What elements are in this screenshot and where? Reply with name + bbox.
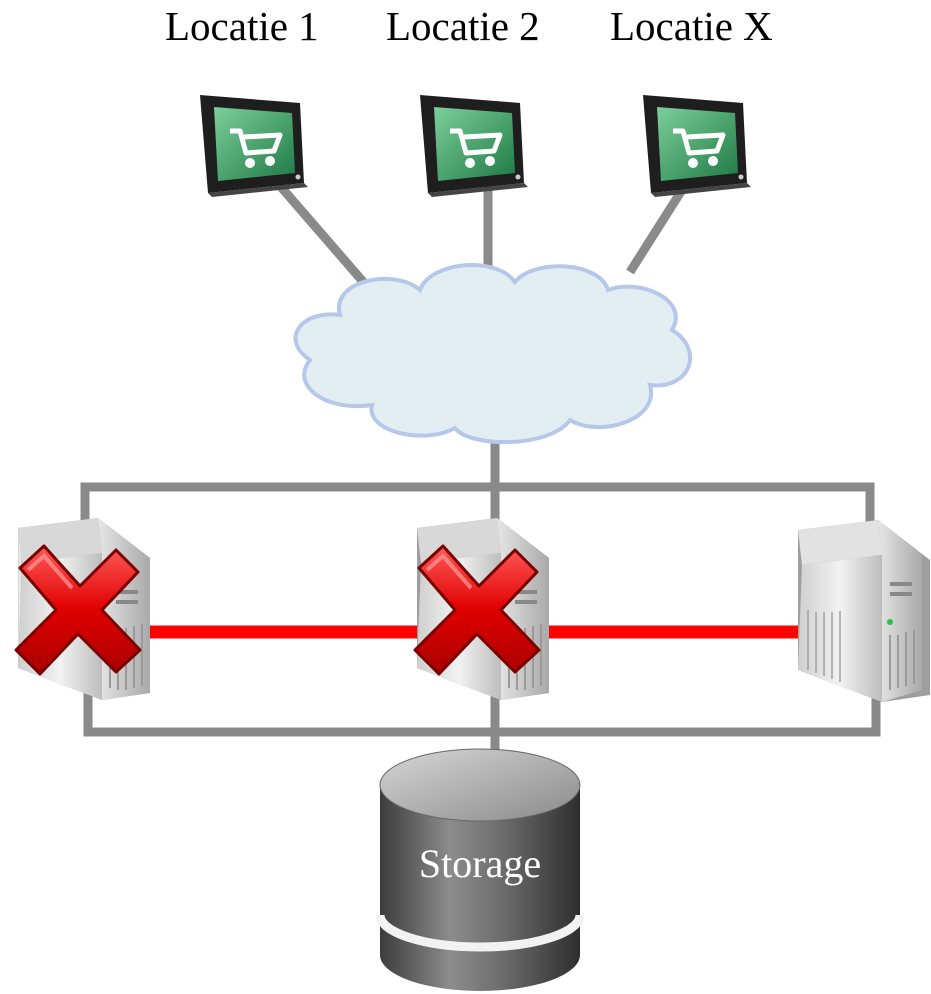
link-terminal-x-cloud [626,187,686,275]
link-bottom-bus [83,690,881,737]
server-3 [798,520,930,702]
location-1-label: Locatie 1 [165,3,319,49]
location-2-label: Locatie 2 [386,3,540,49]
red-x-icon [413,544,541,676]
server-tower-icon [798,520,930,702]
terminal-location-1 [200,95,308,197]
link-top-bus [80,482,875,525]
shopping-cart-terminal-icon [200,95,308,197]
shopping-cart-terminal-icon [420,95,528,197]
shopping-cart-terminal-icon [643,95,751,197]
storage-label: Storage [418,841,542,886]
server-2 [413,518,549,700]
red-x-icon [14,544,142,676]
terminal-location-2 [420,95,528,197]
status-led [887,619,893,625]
database-cylinder-icon [375,748,585,991]
link-terminal-1-cloud [264,169,376,295]
server-1 [14,518,150,700]
location-x-label: Locatie X [610,3,773,49]
terminal-location-x [643,95,751,197]
cloud-icon [293,263,692,445]
